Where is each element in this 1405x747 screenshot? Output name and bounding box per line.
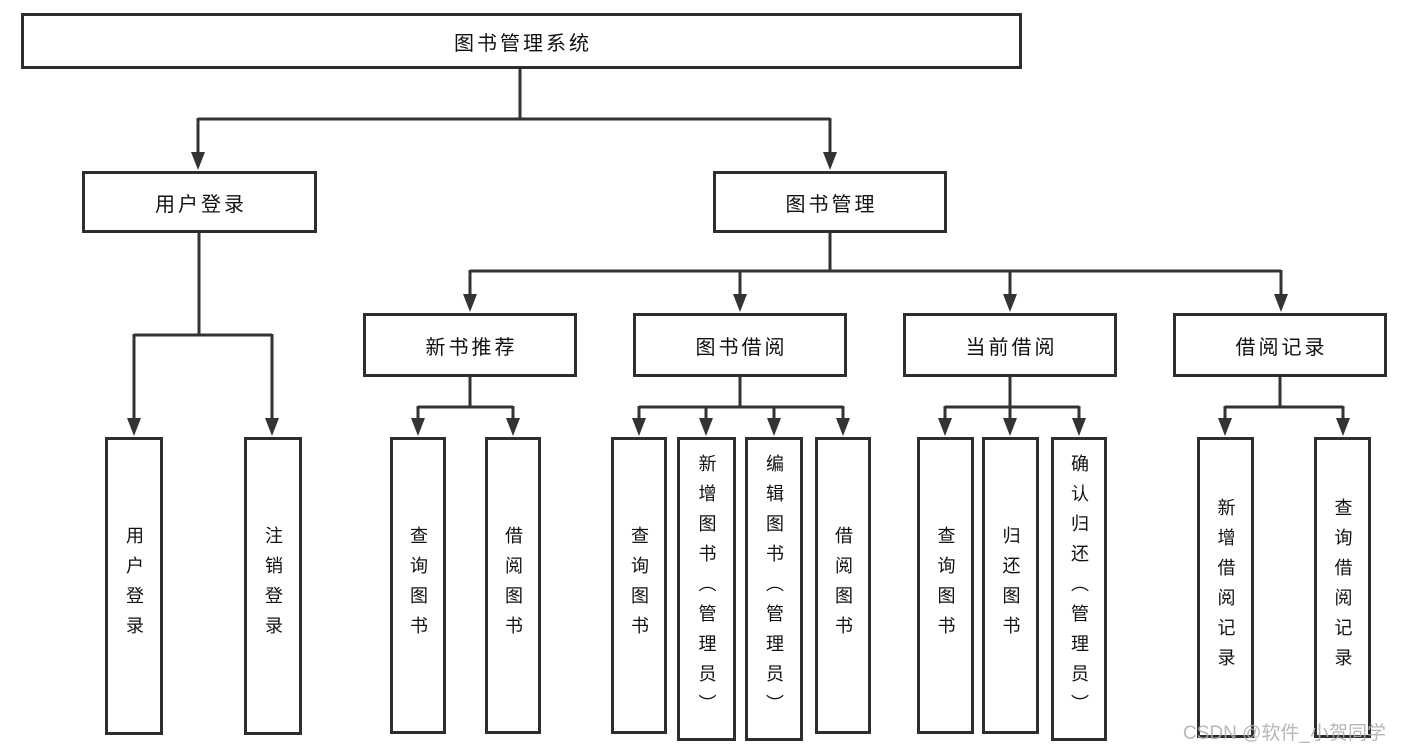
- leaf-br-query-record: 查询借阅记录: [1314, 437, 1371, 738]
- leaf-bb-borrow-book-label: 借阅图书: [833, 525, 853, 646]
- leaf-nb-borrow-book: 借阅图书: [485, 437, 541, 734]
- leaf-cb-query-book-label: 查询图书: [935, 525, 956, 646]
- leaf-br-add-record: 新增借阅记录: [1197, 437, 1254, 738]
- node-book-management: 图书管理: [713, 171, 947, 233]
- leaf-bb-borrow-book: 借阅图书: [815, 437, 871, 734]
- node-borrow-records-label: 借阅记录: [1235, 336, 1328, 359]
- node-current-borrow-label: 当前借阅: [965, 336, 1058, 359]
- leaf-bb-add-book-admin: 新增图书（管理员）: [677, 437, 736, 741]
- node-book-borrow: 图书借阅: [633, 313, 847, 377]
- leaf-cb-confirm-return-admin-label: 确认归还（管理员）: [1069, 454, 1089, 724]
- leaf-bb-query-book-label: 查询图书: [629, 525, 649, 646]
- leaf-bb-edit-book-admin: 编辑图书（管理员）: [745, 437, 803, 741]
- node-new-book-recommend: 新书推荐: [363, 313, 577, 377]
- leaf-user-login: 用户登录: [105, 437, 163, 735]
- leaf-user-login-label: 用户登录: [124, 526, 144, 646]
- node-user-login: 用户登录: [82, 171, 317, 233]
- node-new-book-recommend-label: 新书推荐: [425, 336, 518, 359]
- node-root-system: 图书管理系统: [21, 13, 1022, 69]
- leaf-logout: 注销登录: [244, 437, 302, 735]
- leaf-logout-label: 注销登录: [263, 526, 283, 646]
- leaf-br-add-record-label: 新增借阅记录: [1215, 497, 1236, 678]
- node-book-management-label: 图书管理: [785, 193, 878, 216]
- watermark-text: CSDN @软件_小贺同学: [1183, 723, 1386, 744]
- leaf-br-query-record-label: 查询借阅记录: [1332, 497, 1353, 678]
- leaf-bb-add-book-admin-label: 新增图书（管理员）: [696, 454, 717, 724]
- node-borrow-records: 借阅记录: [1173, 313, 1387, 377]
- leaf-nb-borrow-book-label: 借阅图书: [503, 525, 523, 646]
- leaf-nb-query-book-label: 查询图书: [408, 525, 428, 646]
- leaf-cb-confirm-return-admin: 确认归还（管理员）: [1051, 437, 1107, 741]
- node-book-borrow-label: 图书借阅: [695, 336, 788, 359]
- node-user-login-label: 用户登录: [155, 193, 247, 216]
- leaf-bb-query-book: 查询图书: [611, 437, 667, 734]
- leaf-nb-query-book: 查询图书: [390, 437, 446, 734]
- leaf-bb-edit-book-admin-label: 编辑图书（管理员）: [764, 454, 784, 724]
- node-current-borrow: 当前借阅: [903, 313, 1117, 377]
- leaf-cb-return-book: 归还图书: [982, 437, 1039, 734]
- node-root-system-label: 图书管理系统: [454, 32, 592, 55]
- leaf-cb-return-book-label: 归还图书: [1000, 525, 1021, 646]
- leaf-cb-query-book: 查询图书: [917, 437, 974, 734]
